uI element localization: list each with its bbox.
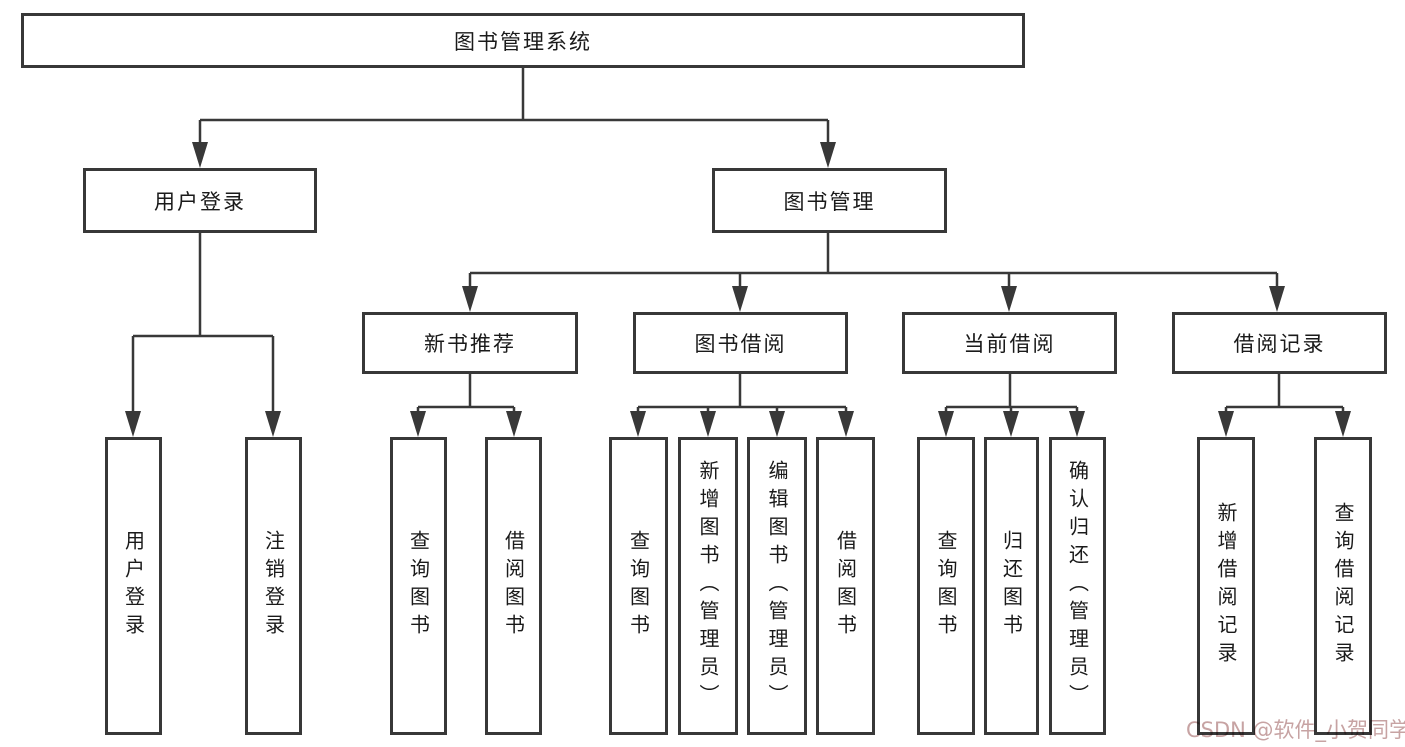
node-label: 编辑图书（管理员） xyxy=(765,460,789,712)
node-label: 新书推荐 xyxy=(424,332,516,356)
node-label: 用户登录 xyxy=(154,189,246,214)
node-label: 查询借阅记录 xyxy=(1331,502,1355,670)
node-label: 借阅图书 xyxy=(833,530,858,642)
node-user-login: 用户登录 xyxy=(83,168,317,233)
arrowhead xyxy=(769,411,785,437)
node-current-borrow: 当前借阅 xyxy=(902,312,1117,374)
connector-line xyxy=(131,233,275,415)
node-leaf-return-book: 归还图书 xyxy=(984,437,1039,735)
arrowhead xyxy=(938,411,954,437)
connector-line xyxy=(636,374,848,415)
arrowhead xyxy=(630,411,646,437)
connector-root-to-level2 xyxy=(192,68,836,168)
node-leaf-edit-book-admin: 编辑图书（管理员） xyxy=(747,437,807,735)
node-leaf-query-book-2: 查询图书 xyxy=(609,437,668,735)
node-book-borrow: 图书借阅 xyxy=(633,312,848,374)
arrowhead xyxy=(506,411,522,437)
node-label: 查询图书 xyxy=(626,530,651,642)
connector-line xyxy=(468,233,1279,290)
node-label: 注销登录 xyxy=(261,530,286,642)
node-leaf-user-login: 用户登录 xyxy=(105,437,162,735)
node-label: 归还图书 xyxy=(999,530,1024,642)
arrowhead xyxy=(410,411,426,437)
node-leaf-borrow-book-1: 借阅图书 xyxy=(485,437,542,735)
connector-currentborrow-children xyxy=(938,374,1085,437)
node-borrow-record: 借阅记录 xyxy=(1172,312,1387,374)
connector-bookborrow-children xyxy=(630,374,854,437)
node-leaf-query-book-1: 查询图书 xyxy=(390,437,447,735)
connector-line xyxy=(198,68,830,146)
watermark: CSDN @软件_小贺同学 xyxy=(1186,718,1405,742)
node-leaf-query-book-3: 查询图书 xyxy=(917,437,975,735)
connector-line xyxy=(1224,374,1345,415)
node-label: 查询图书 xyxy=(934,530,958,642)
arrowhead xyxy=(1218,411,1234,437)
connector-line xyxy=(944,374,1079,415)
arrowhead xyxy=(820,142,836,168)
arrowhead xyxy=(1001,286,1017,312)
node-label: 新增图书（管理员） xyxy=(696,460,720,712)
arrowhead xyxy=(125,411,141,437)
node-label: 确认归还（管理员） xyxy=(1065,460,1090,712)
node-new-book-recommend: 新书推荐 xyxy=(362,312,578,374)
arrowhead xyxy=(1069,411,1085,437)
node-label: 借阅记录 xyxy=(1233,332,1326,356)
connector-userlogin-children xyxy=(125,233,281,437)
arrowhead xyxy=(700,411,716,437)
node-label: 图书管理系统 xyxy=(454,29,592,54)
node-leaf-add-book-admin: 新增图书（管理员） xyxy=(678,437,738,735)
node-label: 用户登录 xyxy=(121,530,146,642)
node-root: 图书管理系统 xyxy=(21,13,1025,68)
node-label: 查询图书 xyxy=(406,530,431,642)
connector-newbook-children xyxy=(410,374,522,437)
node-label: 当前借阅 xyxy=(963,332,1056,356)
arrowhead xyxy=(462,286,478,312)
node-leaf-logout: 注销登录 xyxy=(245,437,302,735)
node-leaf-query-borrow-record: 查询借阅记录 xyxy=(1314,437,1372,735)
arrowhead xyxy=(265,411,281,437)
node-leaf-borrow-book-2: 借阅图书 xyxy=(816,437,875,735)
node-label: 图书借阅 xyxy=(694,332,787,356)
node-book-management: 图书管理 xyxy=(712,168,947,233)
arrowhead xyxy=(1335,411,1351,437)
node-label: 借阅图书 xyxy=(501,530,526,642)
arrowhead xyxy=(192,142,208,168)
node-label: 图书管理 xyxy=(783,189,876,214)
connector-borrowrecord-children xyxy=(1218,374,1351,437)
arrowhead xyxy=(1003,411,1019,437)
node-label: 新增借阅记录 xyxy=(1214,502,1238,670)
arrowhead xyxy=(838,411,854,437)
node-leaf-add-borrow-record: 新增借阅记录 xyxy=(1197,437,1255,735)
connector-line xyxy=(416,374,516,415)
connector-bookmgmt-to-level3 xyxy=(462,233,1285,312)
arrowhead xyxy=(732,286,748,312)
node-leaf-confirm-return-admin: 确认归还（管理员） xyxy=(1049,437,1106,735)
arrowhead xyxy=(1269,286,1285,312)
